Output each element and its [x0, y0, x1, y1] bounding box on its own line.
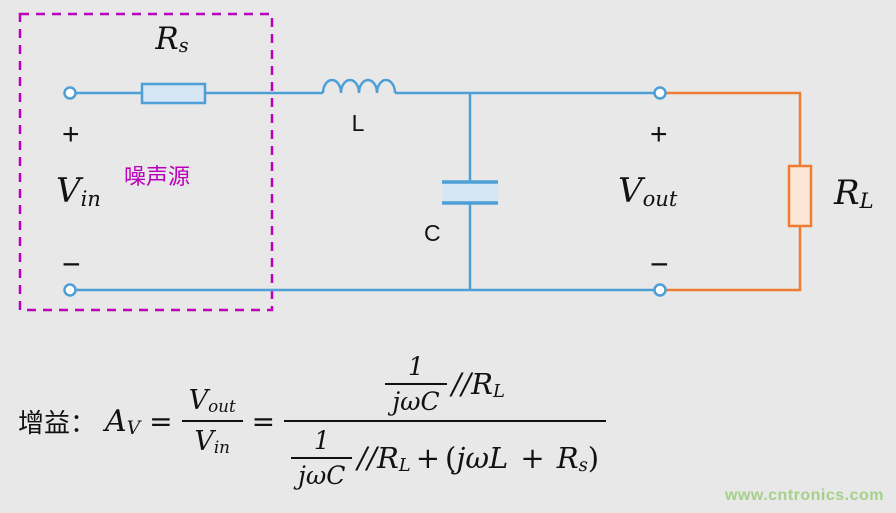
gain-formula: 增益： AV = Vout Vin = 1 jωC — [18, 352, 607, 490]
plus-sign: + — [415, 441, 441, 475]
fraction-bar — [291, 457, 353, 459]
parallel-rl: //RL — [451, 367, 505, 403]
terminal-input-top — [63, 86, 77, 100]
resistor-rl-label: RL — [834, 173, 874, 213]
inductor-l-coil — [321, 78, 397, 94]
output-plus-sign: + — [650, 118, 668, 151]
vout-over-vin-fraction: Vout Vin — [181, 385, 243, 457]
input-minus-sign: − — [62, 246, 81, 282]
fraction-bar-main — [284, 420, 607, 422]
terminal-output-top — [653, 86, 667, 100]
impedance-denominator: 1 jωC //RL + (jωL + Rs) — [284, 426, 606, 490]
vin-label: Vin — [56, 171, 101, 211]
impedance-fraction: 1 jωC //RL 1 jωC //RL + — [284, 352, 607, 490]
fraction-vout: Vout — [188, 385, 236, 416]
inductor-l-label: L — [351, 110, 365, 136]
one-over-jwc: 1 jωC — [385, 352, 447, 416]
resistor-rs-label: Rs — [155, 21, 189, 58]
fraction-bar — [385, 383, 447, 385]
input-plus-sign: + — [62, 118, 80, 151]
fraction-vin: Vin — [194, 426, 230, 457]
impedance-numerator: 1 jωC //RL — [378, 352, 512, 416]
watermark: www.cntronics.com — [724, 487, 884, 504]
load-wire-top — [666, 91, 802, 166]
terminal-output-bottom — [653, 283, 667, 297]
capacitor-c-label: C — [424, 220, 441, 246]
resistor-rs-body — [140, 82, 207, 105]
terminal-input-bottom — [63, 283, 77, 297]
capacitor-c-body — [442, 182, 498, 203]
one-over-jwc: 1 jωC — [291, 426, 353, 490]
vout-label: Vout — [618, 171, 678, 211]
equals-sign-2: = — [251, 404, 276, 438]
formula-prefix: 增益： — [18, 407, 97, 438]
load-wire-bottom — [666, 226, 802, 292]
gain-symbol-av: AV — [105, 403, 141, 439]
resistor-rl-body — [787, 164, 813, 228]
source-impedance-term: (jωL + Rs) — [445, 440, 600, 476]
noise-source-label: 噪声源 — [124, 164, 191, 189]
equals-sign-1: = — [149, 404, 173, 438]
parallel-rl: //RL — [357, 441, 411, 477]
noise-source-dashed-box — [18, 12, 274, 312]
output-minus-sign: − — [650, 246, 669, 282]
fraction-bar — [181, 420, 243, 422]
